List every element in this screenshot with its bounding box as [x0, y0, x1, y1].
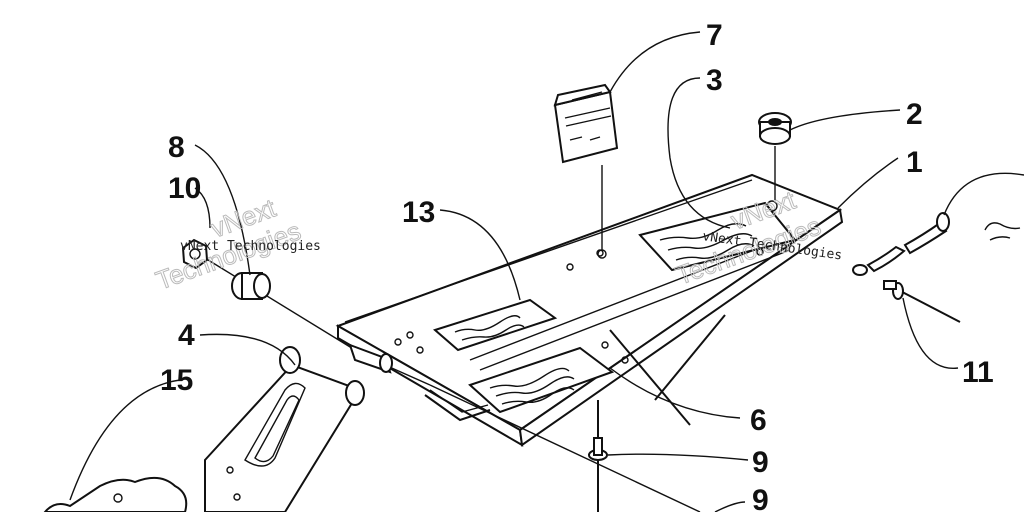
- rod-assembly: [199, 254, 701, 512]
- housing-15: [43, 476, 188, 512]
- callout-labels: 7 3 2 1 8 10 13 4 15 6 9 11 9: [160, 19, 994, 512]
- callout-9-bottom: 9: [752, 484, 769, 512]
- watermark-small-1: vNext Technologies: [180, 239, 321, 254]
- nut-8: [181, 238, 209, 270]
- bracket-6: [204, 346, 365, 512]
- callout-6: 4: [178, 319, 195, 352]
- decal-3: [638, 201, 797, 272]
- callout-7: 6: [750, 404, 767, 437]
- adhesive-pouch-4: [553, 83, 619, 259]
- callout-9-top: 8: [168, 131, 185, 164]
- callout-3: 3: [706, 64, 723, 97]
- callout-10: 9: [752, 446, 769, 479]
- spacer-9: [231, 272, 271, 300]
- callout-2: 2: [906, 98, 923, 131]
- callout-4: 7: [706, 19, 723, 52]
- callout-15: 15: [160, 364, 193, 397]
- support-legs: [424, 314, 726, 426]
- leader-lines: [69, 31, 1024, 512]
- callout-11: 11: [962, 356, 994, 389]
- callout-1: 1: [906, 146, 923, 179]
- grommet-2: [758, 112, 792, 200]
- pin-11: [883, 280, 961, 323]
- cable-1: [852, 212, 1021, 276]
- decal-7: [468, 346, 615, 414]
- callout-8: 10: [168, 172, 201, 205]
- decal-13: [432, 298, 558, 352]
- pin-10: [588, 400, 608, 512]
- callout-13: 13: [402, 196, 435, 229]
